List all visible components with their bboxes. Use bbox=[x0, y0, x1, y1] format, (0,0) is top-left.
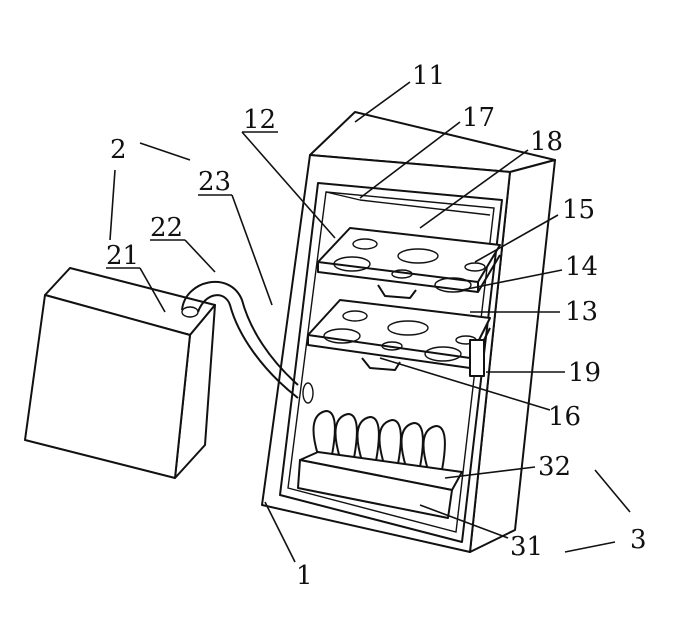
label-15: 15 bbox=[562, 195, 595, 225]
leader-lines bbox=[106, 81, 631, 563]
label-31: 31 bbox=[510, 532, 543, 562]
side-port bbox=[302, 382, 314, 404]
label-14: 14 bbox=[565, 252, 598, 282]
label-22: 22 bbox=[150, 213, 183, 243]
label-23: 23 bbox=[198, 167, 231, 197]
label-13: 13 bbox=[565, 297, 598, 327]
label-12: 12 bbox=[243, 105, 276, 135]
label-17: 17 bbox=[462, 103, 495, 133]
label-2: 2 bbox=[110, 135, 127, 165]
label-32: 32 bbox=[538, 452, 571, 482]
external-box bbox=[24, 267, 216, 479]
label-21: 21 bbox=[106, 241, 139, 271]
label-18: 18 bbox=[530, 127, 563, 157]
tray-with-coils bbox=[297, 410, 463, 519]
latch bbox=[469, 339, 485, 377]
label-3: 3 bbox=[630, 525, 647, 555]
upper-shelf bbox=[317, 227, 501, 299]
label-19: 19 bbox=[568, 358, 601, 388]
lower-shelf bbox=[307, 299, 491, 377]
pipe bbox=[181, 281, 299, 399]
label-11: 11 bbox=[412, 61, 445, 91]
label-1: 1 bbox=[296, 561, 313, 591]
label-16: 16 bbox=[548, 402, 581, 432]
